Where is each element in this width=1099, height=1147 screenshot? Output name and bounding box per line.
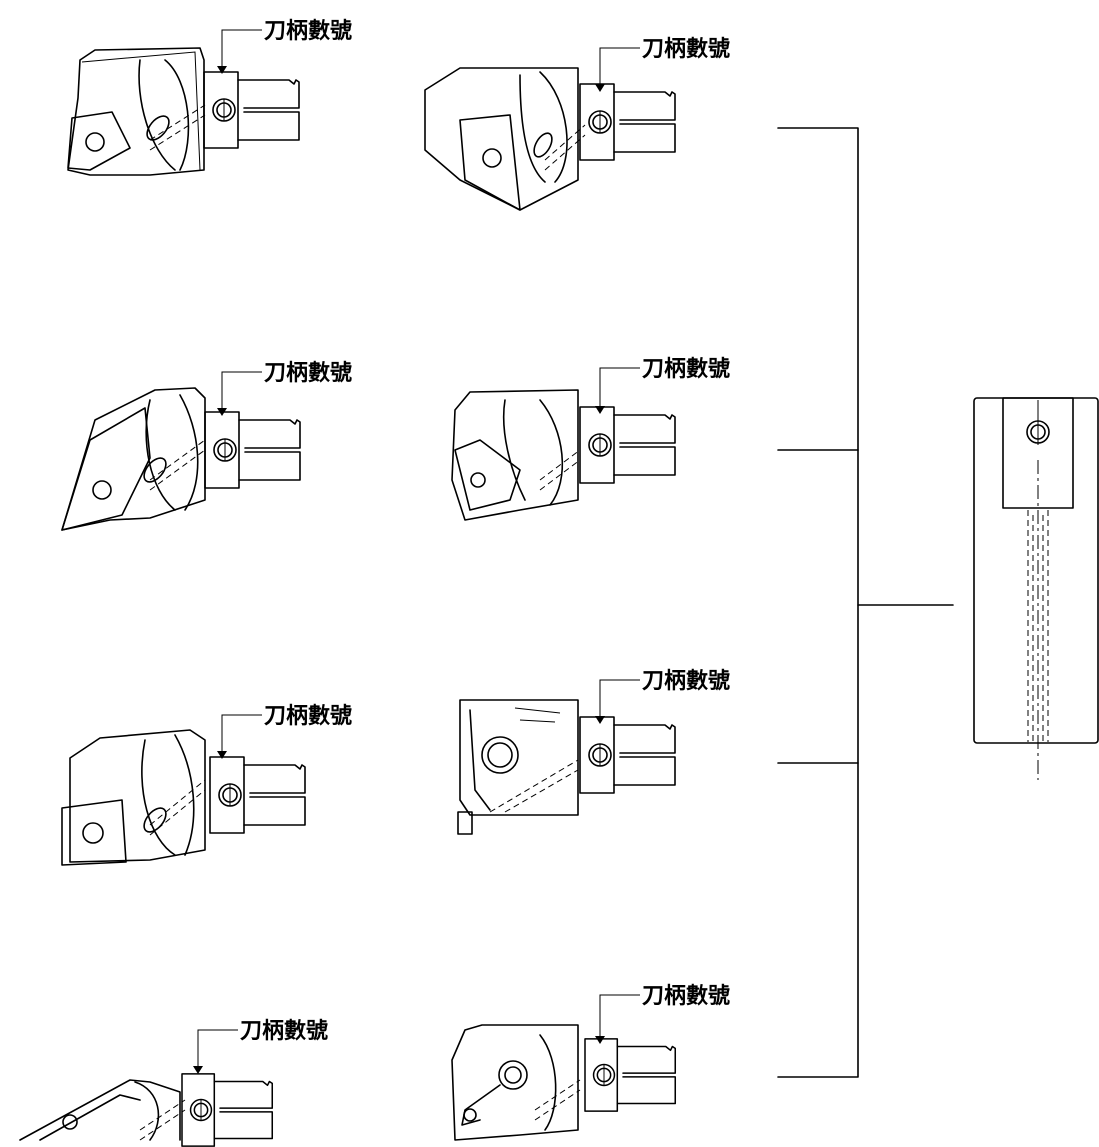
callout-label-7: 刀柄數號 [642,669,730,694]
tool-head-4 [19,1029,274,1147]
callout-label-8: 刀柄數號 [642,984,730,1009]
callout-label-5: 刀柄數號 [642,37,730,62]
tool-head-7 [457,679,676,835]
tool-head-3 [61,714,306,866]
callout-label-1: 刀柄數號 [264,19,352,44]
tool-head-2 [61,371,301,531]
callout-label-3: 刀柄數號 [264,704,352,729]
boring-bar [973,397,1099,780]
connector-bracket [777,127,954,1078]
tool-head-6 [451,367,676,521]
tool-head-8 [451,994,677,1141]
callout-label-6: 刀柄數號 [642,357,730,382]
callout-label-2: 刀柄數號 [264,361,352,386]
callout-label-4: 刀柄數號 [240,1019,328,1044]
tool-head-1 [67,29,300,176]
tool-head-5 [424,47,676,211]
